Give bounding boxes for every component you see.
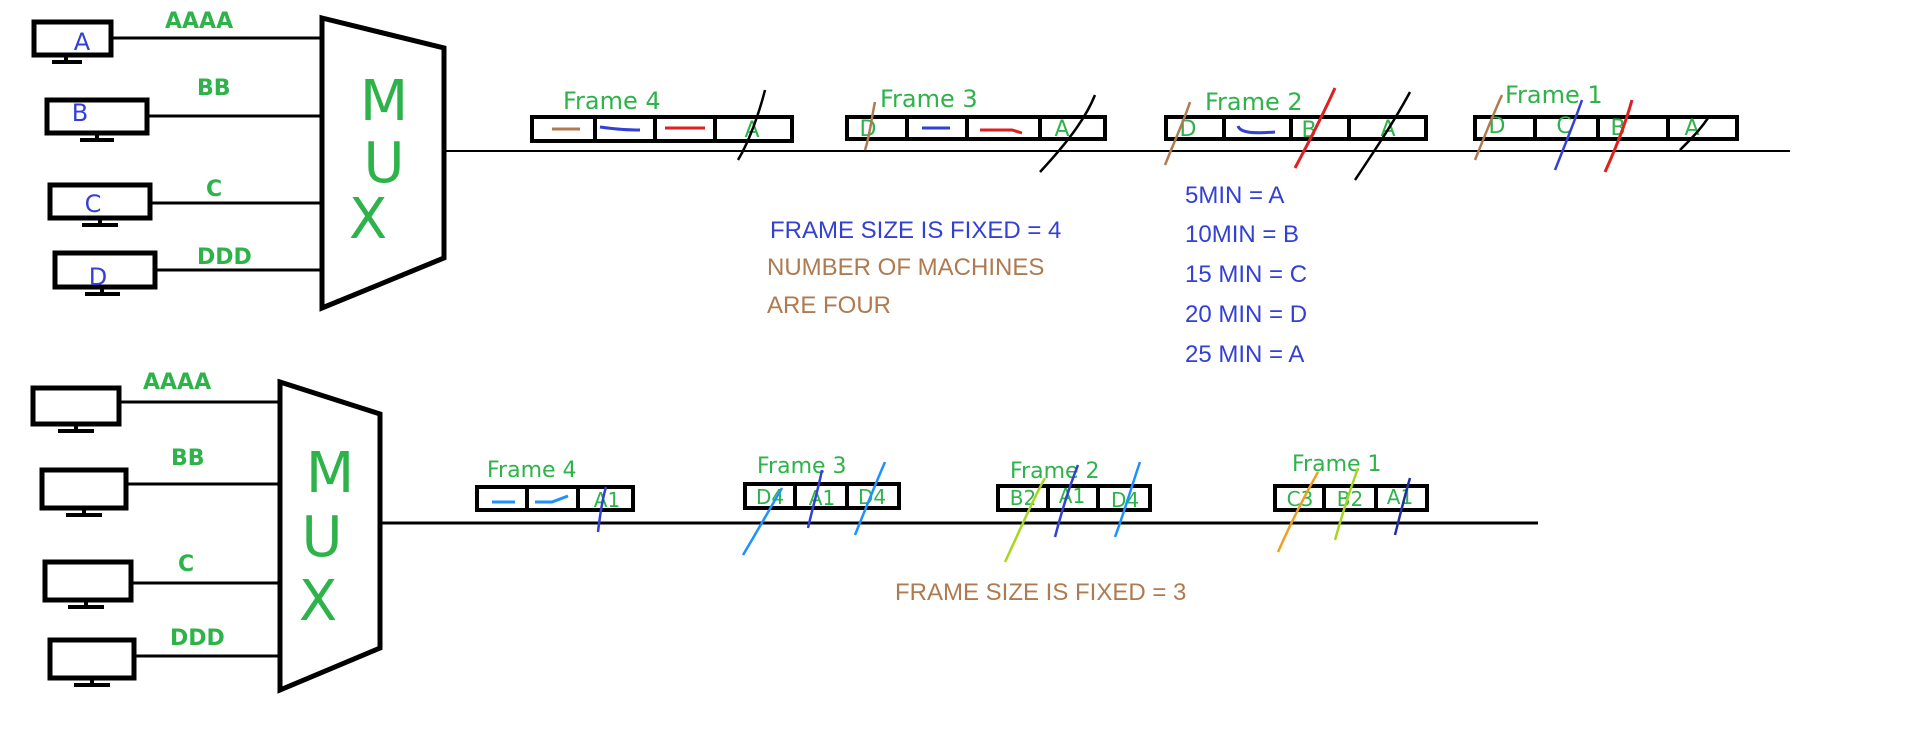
frame-title: Frame 2 [1205,88,1303,116]
mux-letter: U [302,505,343,570]
machine-label: D [89,263,107,291]
top-frame-size-note: FRAME SIZE IS FIXED = 4 [770,217,1061,244]
slot-value: C [1556,114,1571,139]
slot-value: A1 [594,488,620,512]
separator-mark [736,89,767,161]
input-data: BB [171,446,205,471]
slot-value: A [1054,117,1069,142]
separator-mark [1113,461,1142,538]
timeline-item: 15 MIN = C [1185,261,1307,288]
input-data-a: AAAA [165,9,233,34]
bottom-frame-2: Frame 2 B2 A1 D4 [996,459,1152,563]
input-data: DDD [170,626,225,651]
separator-mark [1276,471,1320,553]
empty-slot-mark [599,125,641,132]
slot-value: D [1489,114,1506,139]
top-mux: M U X [319,14,447,312]
bottom-diagram: AAAA BB C DDD M U X Frame 4 A1 Frame 3 [30,370,1538,694]
bottom-frame-size-note: FRAME SIZE IS FIXED = 3 [895,579,1186,606]
separator-mark [1473,94,1504,161]
bottom-frame-4: Frame 4 A1 [475,458,635,533]
bottom-machine-2 [39,467,129,517]
separator-mark [741,487,784,556]
machine-label: C [85,190,102,218]
top-frame-1: Frame 1 D C B A [1473,81,1739,173]
mux-letter: X [349,187,387,252]
separator-mark [596,486,608,533]
empty-slot-mark [535,494,569,504]
timeline-item: 5MIN = A [1185,182,1284,209]
machine-label: A [74,28,91,56]
top-frame-4: Frame 4 A [530,87,794,161]
frame-title: Frame 2 [1010,459,1100,484]
bottom-machine-3 [42,559,134,609]
separator-mark [1353,91,1412,181]
top-machine-a: A [31,19,114,64]
frame-title: Frame 4 [563,87,661,115]
frame-title: Frame 3 [880,85,978,113]
slot-value: A1 [1387,485,1413,509]
empty-slot-mark [980,128,1023,135]
top-frame-3: Frame 3 D A [845,85,1107,173]
separator-mark [806,469,824,529]
input-data-c: C [206,177,222,202]
separator-mark [1603,99,1634,173]
timeline-item: 20 MIN = D [1185,301,1307,328]
timeline-item: 25 MIN = A [1185,341,1304,368]
bottom-frame-3: Frame 3 D4 A1 D4 [741,454,901,556]
top-frame-2: Frame 2 D B A [1163,87,1428,181]
top-diagram: A B C D AAAA BB C DDD [31,9,1790,368]
top-machine-c: C [47,182,153,227]
frame-title: Frame 4 [487,458,577,483]
input-data-b: BB [197,76,231,101]
separator-mark [1553,99,1584,171]
separator-mark [1333,467,1360,541]
slot-value: D4 [858,485,886,509]
timeline-item: 10MIN = B [1185,221,1299,248]
frame-title: Frame 1 [1292,452,1382,477]
separator-mark [1679,117,1710,151]
machine-label: B [72,99,88,127]
bottom-machine-1 [30,385,122,433]
input-data-d: DDD [197,245,252,270]
slot-value: A1 [1059,484,1085,508]
separator-mark [853,461,887,536]
mux-letter: X [299,569,337,634]
top-machine-d: D [52,250,158,296]
bottom-frame-1: Frame 1 C3 B2 A1 [1273,452,1429,553]
frame-title: Frame 1 [1505,81,1603,109]
bottom-mux: M U X [277,378,383,694]
slot-value: B2 [1010,486,1036,510]
frame-title: Frame 3 [757,454,847,479]
mux-letter: U [364,131,405,196]
top-machines-note-line2: ARE FOUR [767,292,891,319]
mux-letter: M [360,69,408,134]
empty-slot-mark [1236,125,1276,135]
separator-mark [1393,477,1412,536]
separator-mark [1293,87,1337,169]
separator-mark [1039,94,1097,173]
bottom-machine-4 [47,637,137,687]
separator-mark [1003,477,1047,563]
input-data: C [178,552,194,577]
mux-letter: M [306,441,354,506]
input-data: AAAA [143,370,211,395]
separator-mark [1053,464,1080,538]
top-machine-b: B [44,97,150,142]
slot-value: D4 [756,485,784,509]
separator-mark [1163,101,1192,166]
separator-mark [863,101,877,151]
top-machines-note-line1: NUMBER OF MACHINES [767,254,1044,281]
slot-value: D [1180,117,1197,142]
